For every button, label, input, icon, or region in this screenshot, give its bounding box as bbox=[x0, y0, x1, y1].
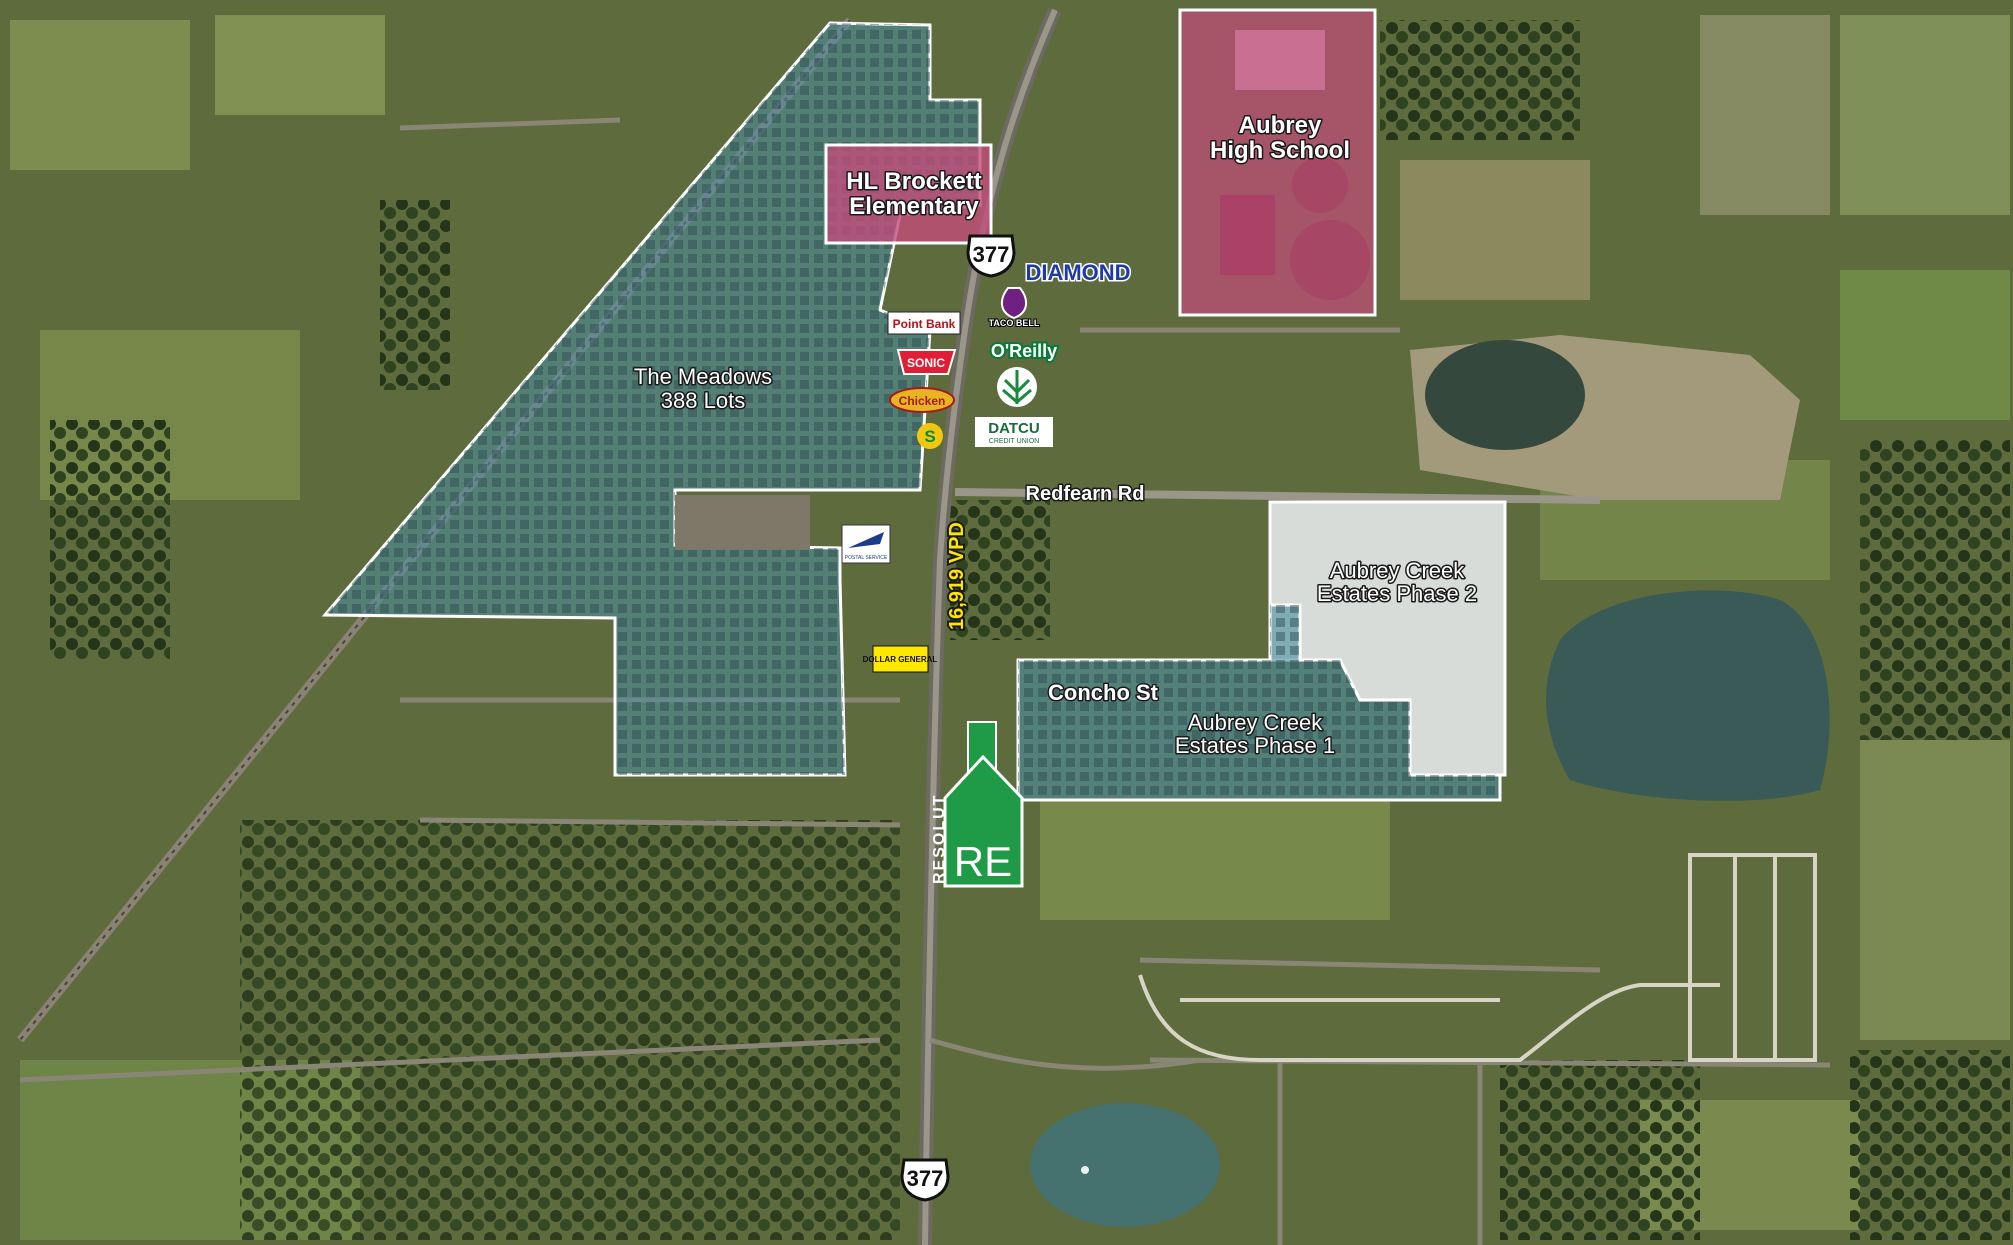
redfearn-label: Redfearn Rd bbox=[1026, 483, 1145, 505]
diamond-logo: DIAMOND bbox=[1024, 259, 1132, 287]
svg-text:DIAMOND: DIAMOND bbox=[1025, 260, 1130, 285]
tree-masses bbox=[50, 20, 2010, 1240]
concho-label: Concho St bbox=[1048, 680, 1159, 705]
phase1-label: Aubrey Creek bbox=[1188, 710, 1324, 735]
svg-text:TACO BELL: TACO BELL bbox=[989, 318, 1040, 328]
phase2-label-2: Estates Phase 2 bbox=[1317, 581, 1477, 606]
phase2-label: Aubrey Creek bbox=[1330, 558, 1466, 583]
site-marker: RE RESOLUT bbox=[931, 721, 1024, 888]
truist-logo bbox=[997, 367, 1037, 407]
dollar-general-logo: DOLLAR GENERAL bbox=[863, 645, 938, 673]
svg-text:DATCU: DATCU bbox=[988, 420, 1039, 437]
shield-number: 377 bbox=[907, 1166, 944, 1191]
site-brand-mark: RE bbox=[954, 838, 1012, 885]
high-school-label-2: High School bbox=[1210, 137, 1350, 164]
svg-text:DOLLAR GENERAL: DOLLAR GENERAL bbox=[863, 655, 938, 664]
subdivision-streets bbox=[1138, 853, 1817, 1062]
shield-number: 377 bbox=[973, 242, 1010, 267]
chicken-express-logo: Chicken bbox=[889, 387, 955, 413]
high-school-zone bbox=[1178, 8, 1377, 317]
svg-text:Chicken: Chicken bbox=[899, 394, 946, 408]
commercial-pad bbox=[675, 495, 810, 550]
subway-logo: S bbox=[917, 423, 943, 449]
local-roads bbox=[19, 117, 1831, 1245]
redfearn-road bbox=[954, 488, 1601, 504]
point-bank-logo: Point Bank bbox=[887, 311, 961, 335]
svg-text:Point Bank: Point Bank bbox=[893, 317, 956, 331]
pond-north bbox=[1425, 340, 1585, 450]
svg-text:SONIC: SONIC bbox=[907, 356, 945, 370]
svg-text:O'Reilly: O'Reilly bbox=[991, 341, 1057, 361]
svg-text:POSTAL SERVICE: POSTAL SERVICE bbox=[845, 555, 888, 561]
elementary-zone bbox=[824, 143, 993, 245]
fountain-icon bbox=[1081, 1166, 1089, 1174]
phase1-label-2: Estates Phase 1 bbox=[1175, 733, 1335, 758]
datcu-logo: DATCU CREDIT UNION bbox=[975, 417, 1053, 447]
lake-east bbox=[1546, 590, 1830, 801]
high-school-label: Aubrey bbox=[1239, 112, 1322, 139]
site-pin bbox=[943, 754, 1024, 888]
usps-logo: POSTAL SERVICE bbox=[841, 524, 891, 564]
fields bbox=[10, 15, 2010, 1240]
highway-shield-north: 377 bbox=[966, 234, 1016, 278]
site-brand-vertical: RESOLUT bbox=[931, 794, 948, 884]
elementary-label-2: Elementary bbox=[849, 193, 979, 220]
meadows-label: The Meadows bbox=[634, 364, 772, 389]
sonic-logo: SONIC bbox=[896, 349, 957, 375]
highway-shield-south: 377 bbox=[900, 1158, 950, 1202]
svg-text:CREDIT UNION: CREDIT UNION bbox=[989, 438, 1039, 445]
oreilly-logo: O'Reilly bbox=[989, 339, 1059, 363]
meadows-lots-label: 388 Lots bbox=[661, 388, 745, 413]
taco-bell-logo: TACO BELL bbox=[988, 287, 1041, 329]
elementary-label: HL Brockett bbox=[846, 168, 982, 195]
traffic-count-label: 16,919 VPD bbox=[946, 522, 968, 630]
pond-south bbox=[1030, 1103, 1220, 1227]
svg-text:S: S bbox=[924, 427, 935, 446]
